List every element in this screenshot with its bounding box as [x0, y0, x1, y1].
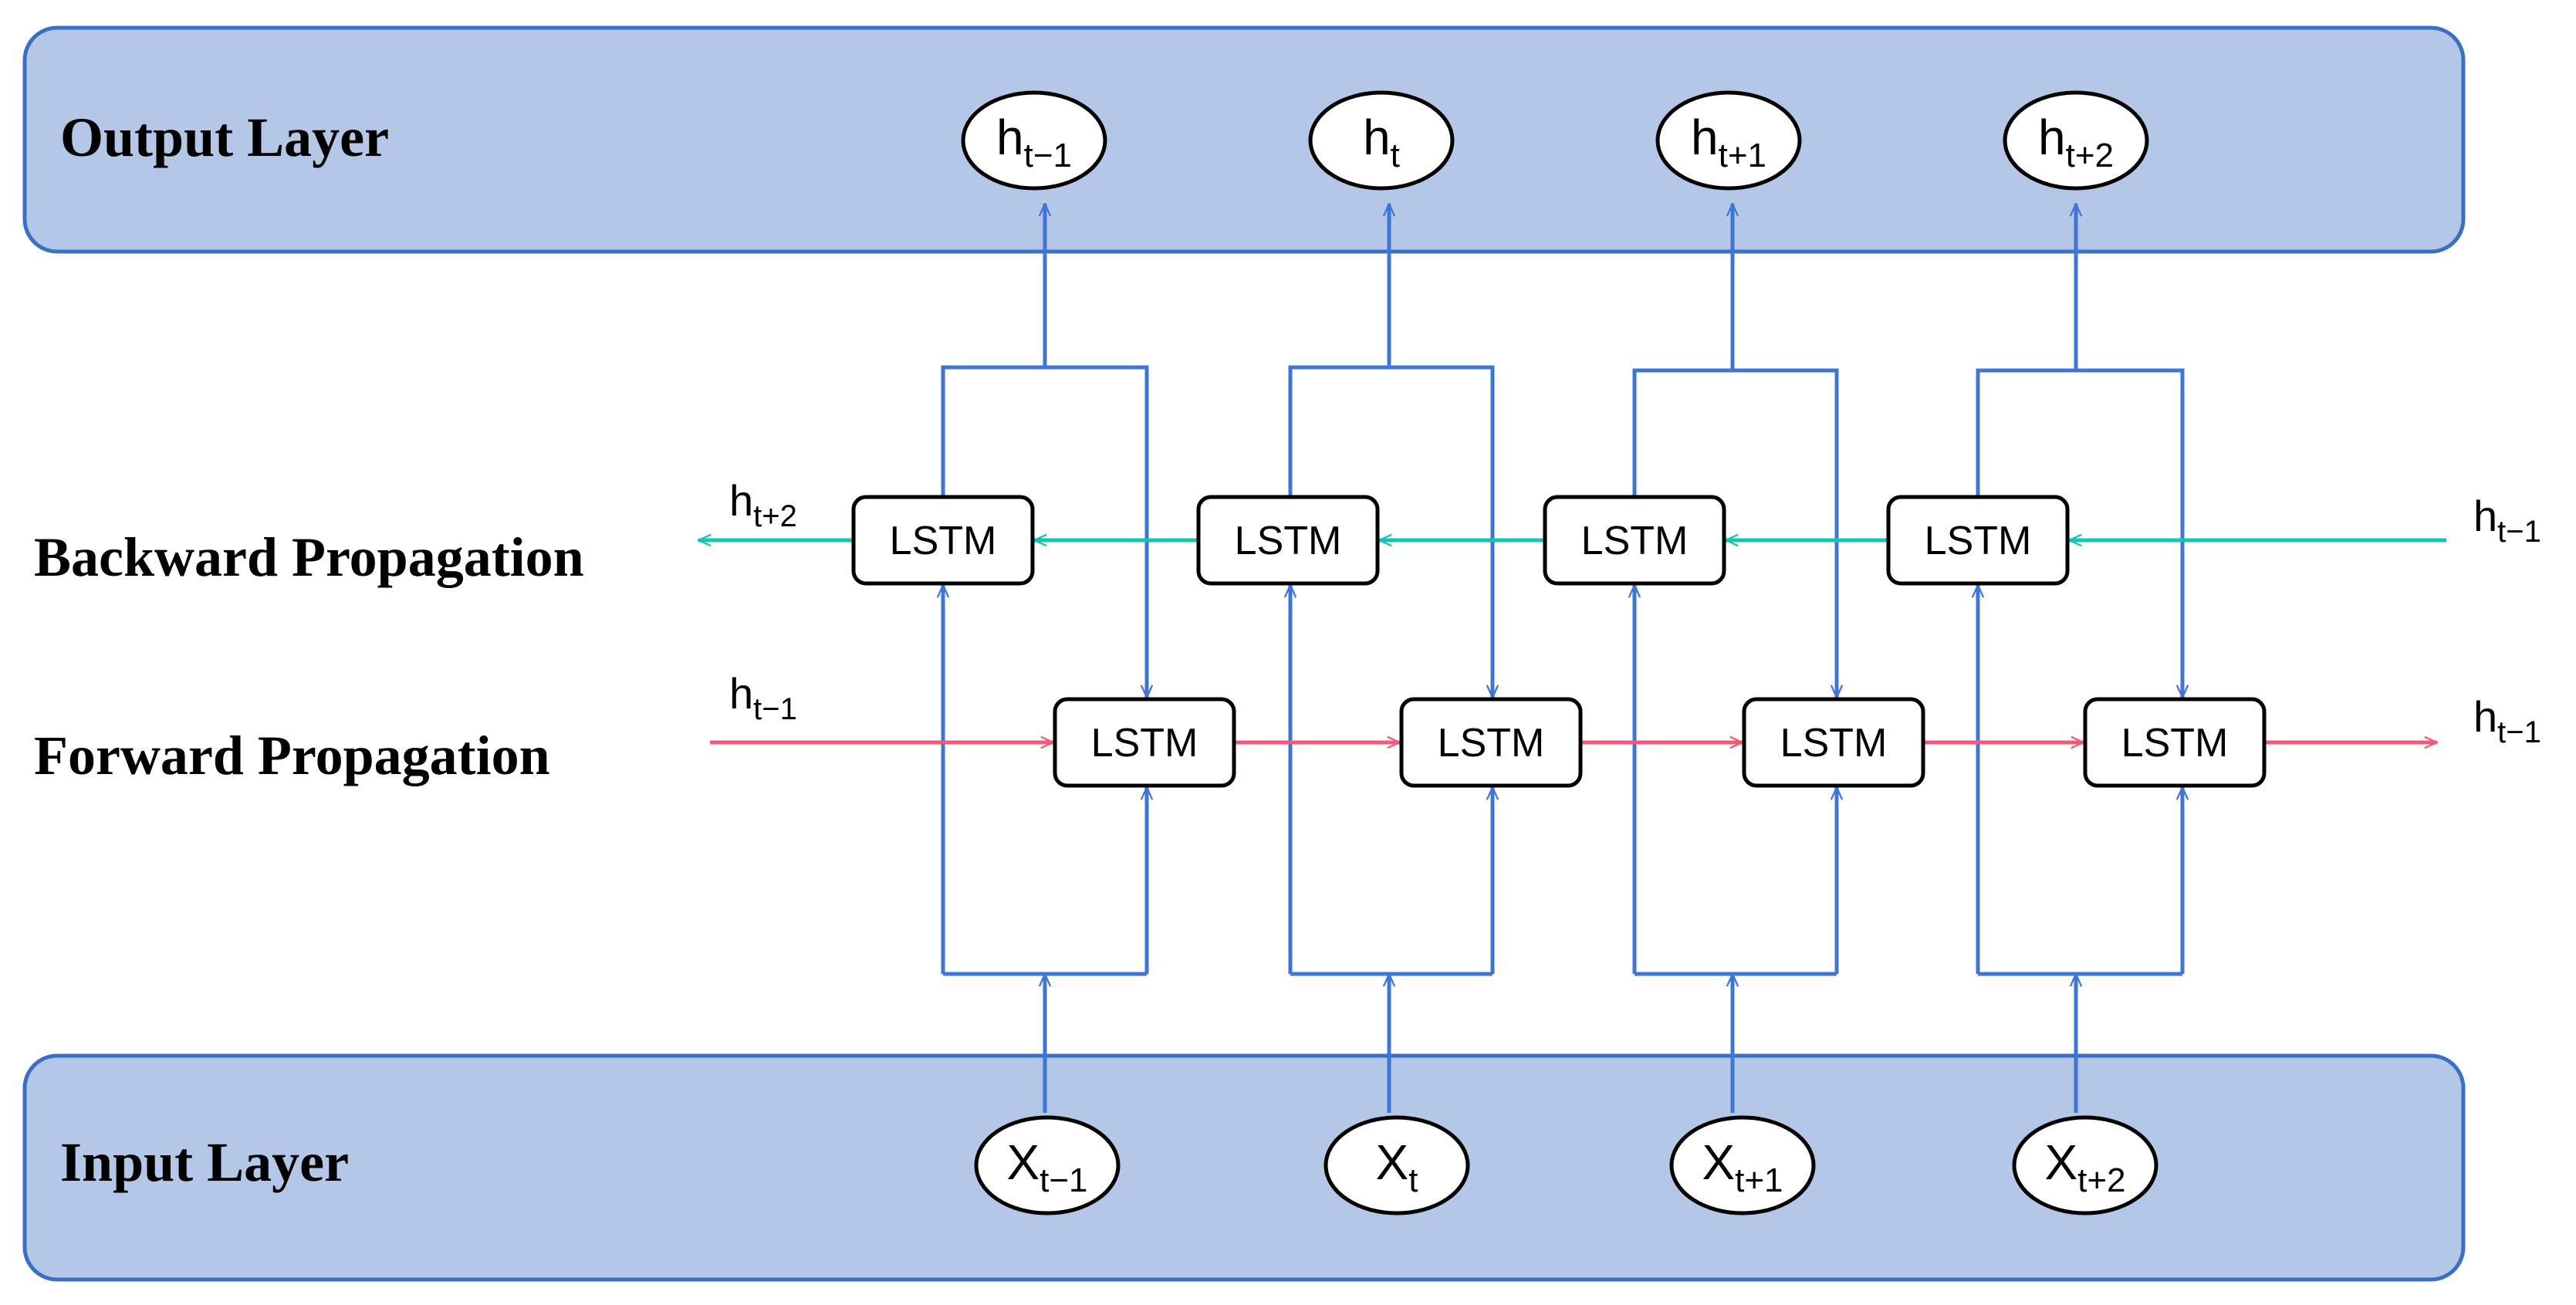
output-layer-box: [22, 25, 2466, 254]
forward-lstm-box: [1399, 697, 1583, 788]
merge-bracket-line: [1632, 368, 1837, 698]
backward-lstm-label: LSTM: [1235, 519, 1342, 563]
backward-out-label: ht+2: [729, 476, 797, 533]
backward-lstm-label: LSTM: [1925, 519, 2032, 563]
forward-lstm-row: LSTM LSTM LSTM LSTM: [1053, 697, 2267, 788]
input-node-label: Xt: [1376, 1134, 1418, 1199]
input-node-ellipse: [974, 1115, 1121, 1215]
merge-bracket-line: [1976, 368, 2182, 698]
forward-lstm-label: LSTM: [1780, 721, 1888, 766]
forward-in-label: ht−1: [729, 669, 797, 726]
merge-bracket-line: [1288, 365, 1493, 698]
backward-lstm-box: [1886, 495, 2070, 586]
output-node-ellipse: [1308, 90, 1455, 191]
output-node-label: ht+2: [2038, 110, 2114, 174]
input-layer-box: [22, 1053, 2466, 1282]
output-node-label: ht: [1363, 110, 1400, 174]
input-node-ellipse: [1323, 1115, 1470, 1215]
input-node-ellipse: [1669, 1115, 1816, 1215]
backward-lstm-box: [851, 495, 1035, 586]
output-nodes: ht−1 ht ht+1 ht+2: [961, 90, 2149, 191]
backward-lstm-label: LSTM: [890, 519, 997, 563]
input-node-label: Xt−1: [1006, 1134, 1087, 1199]
input-layer-label: Input Layer: [60, 1131, 349, 1193]
forward-lstm-box: [1053, 697, 1236, 788]
backward-lstm-box: [1543, 495, 1726, 586]
output-node-ellipse: [2003, 90, 2149, 191]
forward-propagation-label: Forward Propagation: [34, 725, 550, 786]
forward-lstm-label: LSTM: [1091, 721, 1198, 766]
output-node-label: ht−1: [996, 110, 1072, 174]
backward-lstm-label: LSTM: [1581, 519, 1689, 563]
output-node-ellipse: [961, 90, 1107, 191]
output-node-ellipse: [1655, 90, 1802, 191]
input-node-ellipse: [2012, 1115, 2158, 1215]
forward-out-label: ht−1: [2473, 692, 2541, 749]
input-nodes: Xt−1 Xt Xt+1 Xt+2: [974, 1115, 2158, 1215]
input-node-label: Xt+2: [2044, 1134, 2125, 1199]
backward-in-label: ht−1: [2473, 492, 2541, 549]
backward-lstm-box: [1196, 495, 1380, 586]
forward-lstm-label: LSTM: [1438, 721, 1545, 766]
output-layer-label: Output Layer: [60, 106, 389, 168]
input-node-label: Xt+1: [1702, 1134, 1783, 1199]
forward-lstm-box: [1742, 697, 1925, 788]
output-node-label: ht+1: [1691, 110, 1766, 174]
forward-lstm-box: [2083, 697, 2267, 788]
backward-propagation-label: Backward Propagation: [34, 526, 584, 588]
backward-lstm-row: LSTM LSTM LSTM LSTM: [851, 495, 2070, 586]
forward-lstm-label: LSTM: [2121, 721, 2229, 766]
propagation-flows: [698, 540, 2446, 742]
layer-connections: [943, 204, 2182, 1113]
